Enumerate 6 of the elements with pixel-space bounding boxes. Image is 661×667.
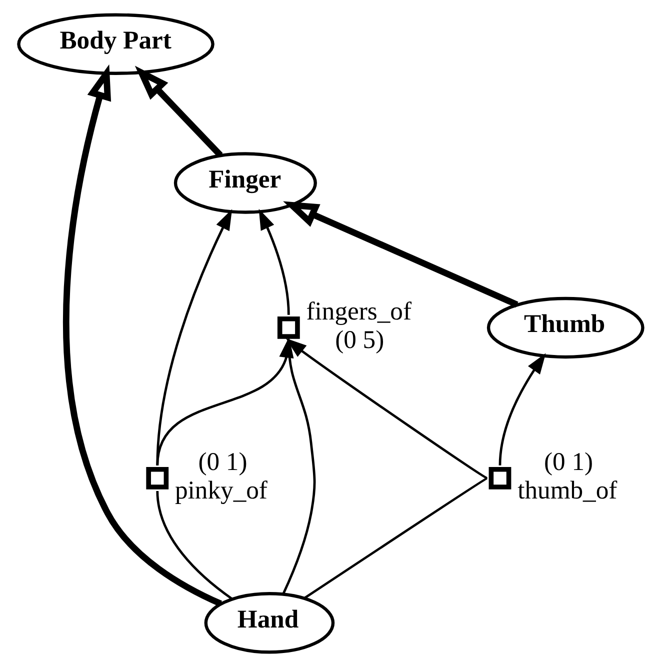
node-label: fingers_of	[306, 296, 412, 326]
node-label: (0 5)	[335, 325, 384, 354]
node-label: (0 1)	[544, 446, 594, 476]
node-label: thumb_of	[518, 476, 618, 505]
node-label: pinky_of	[174, 476, 268, 505]
node-label: (0 1)	[198, 446, 248, 476]
